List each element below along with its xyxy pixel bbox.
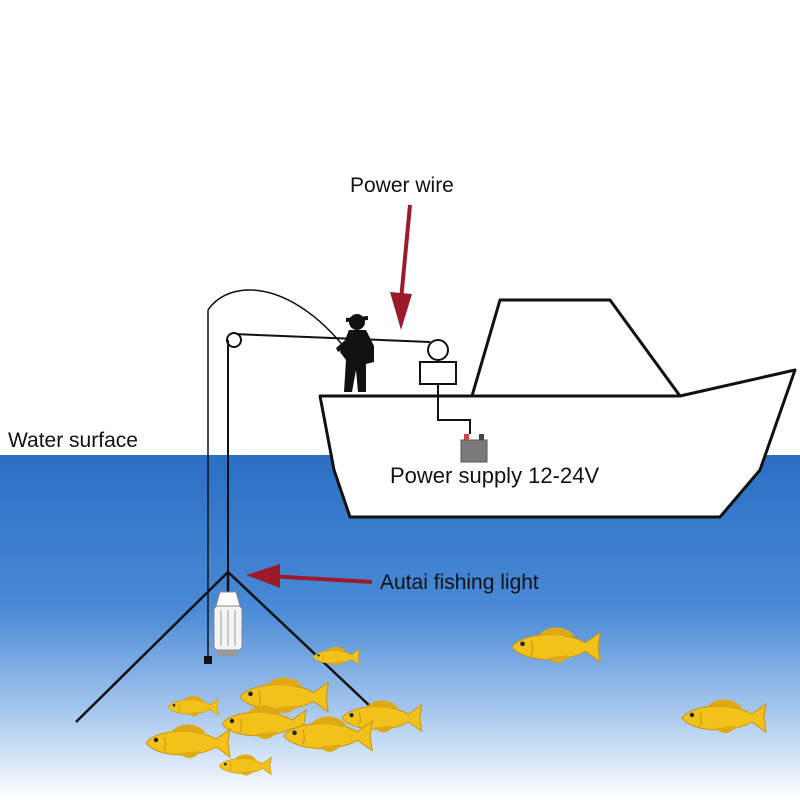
fishing-rod — [207, 289, 346, 349]
label-fishing-light: Autai fishing light — [380, 571, 539, 594]
sinker — [204, 656, 212, 664]
tripod-lines — [75, 571, 373, 723]
label-power-supply: Power supply 12-24V — [390, 463, 600, 488]
fishing-light-icon — [213, 591, 243, 656]
power-wire — [233, 333, 431, 343]
arrow-icon — [390, 204, 412, 330]
label-power-wire: Power wire — [350, 174, 454, 197]
boat-cabin — [470, 298, 682, 398]
pulley-icon — [419, 339, 457, 396]
arrow-icon — [246, 564, 373, 588]
boom-pulley — [226, 332, 242, 348]
battery-icon — [460, 434, 488, 463]
label-water-surface: Water surface — [8, 429, 138, 452]
power-cable — [437, 396, 471, 434]
fisherman-icon — [336, 314, 374, 392]
